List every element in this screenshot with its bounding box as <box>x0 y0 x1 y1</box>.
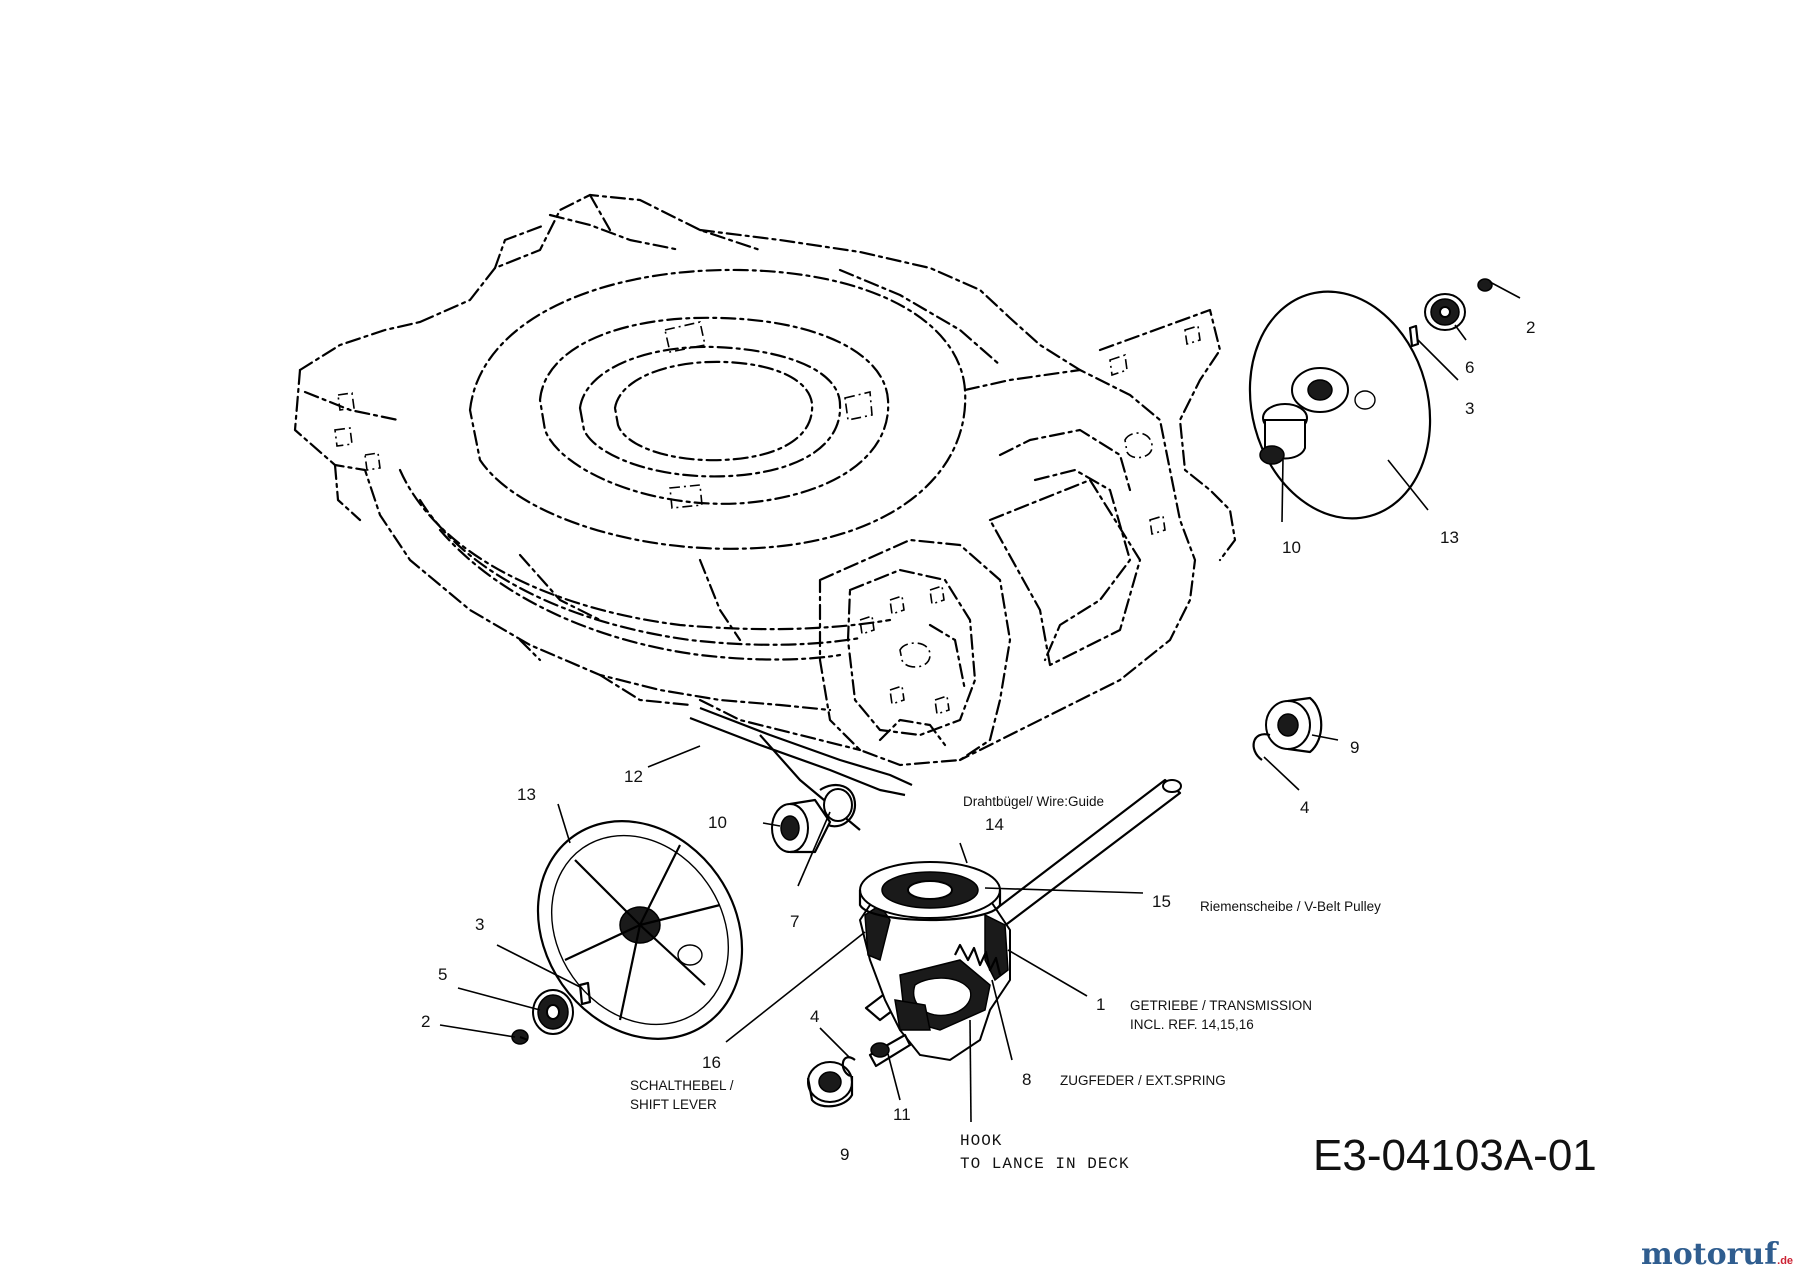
mower-deck-housing <box>293 193 1237 767</box>
label-shift-lever-en: SHIFT LEVER <box>630 1097 717 1112</box>
right-wheel-cap <box>1248 290 1432 520</box>
label-hook: HOOK <box>960 1132 1002 1150</box>
drawing-code: E3-04103A-01 <box>1313 1131 1597 1180</box>
callout-11: 11 <box>893 1105 911 1124</box>
right-bushing <box>1265 696 1323 754</box>
watermark-suffix: .de <box>1777 1255 1794 1267</box>
callout-13-left: 13 <box>517 785 536 804</box>
clip-7 <box>819 783 857 828</box>
callout-10-left: 10 <box>708 813 727 832</box>
pin-3-left <box>578 981 592 1006</box>
right-bearing <box>1259 403 1308 465</box>
callout-3-right: 3 <box>1465 399 1474 418</box>
callout-9-bottom: 9 <box>840 1145 849 1164</box>
callout-1: 1 <box>1096 995 1105 1014</box>
left-bearing <box>771 788 853 854</box>
watermark-brand: motoruf <box>1641 1237 1778 1272</box>
callout-4-bottom: 4 <box>810 1007 819 1026</box>
callout-4-right: 4 <box>1300 798 1309 817</box>
right-screw <box>1477 278 1493 292</box>
part-labels: Drahtbügel/ Wire:Guide Riemenscheibe / V… <box>630 794 1597 1180</box>
pin-3-right <box>1408 324 1420 348</box>
bottom-bushing <box>806 1061 854 1108</box>
label-shift-lever-de: SCHALTHEBEL / <box>630 1078 734 1093</box>
callout-7: 7 <box>790 912 799 931</box>
watermark-logo: motoruf.de <box>1641 1237 1793 1272</box>
callout-9-right: 9 <box>1350 738 1359 757</box>
callout-16: 16 <box>702 1053 721 1072</box>
shaft-11 <box>868 1033 912 1068</box>
callout-3-left: 3 <box>475 915 484 934</box>
callout-6: 6 <box>1465 358 1474 377</box>
label-transmission: GETRIEBE / TRANSMISSION <box>1130 998 1312 1013</box>
label-spring: ZUGFEDER / EXT.SPRING <box>1060 1073 1226 1088</box>
label-wire-guide: Drahtbügel/ Wire:Guide <box>963 794 1104 809</box>
left-wheel-cap <box>536 820 744 1040</box>
callout-8: 8 <box>1022 1070 1031 1089</box>
label-hook-lance: TO LANCE IN DECK <box>960 1155 1130 1173</box>
leader-lines <box>439 281 1521 1123</box>
clip-4-right <box>1252 733 1271 761</box>
transmission-gearbox <box>858 861 1011 1062</box>
label-transmission-incl: INCL. REF. 14,15,16 <box>1130 1017 1254 1032</box>
callout-14: 14 <box>985 815 1004 834</box>
clip-4-bottom <box>841 1056 856 1077</box>
callout-13-right: 13 <box>1440 528 1459 547</box>
left-drive-gear <box>532 989 574 1035</box>
callout-15: 15 <box>1152 892 1171 911</box>
callout-numbers: 2 6 3 10 13 9 4 12 13 10 7 14 15 1 8 16 … <box>421 318 1535 1164</box>
callout-2-left: 2 <box>421 1012 430 1031</box>
right-drive-gear <box>1424 293 1466 331</box>
callout-12: 12 <box>624 767 643 786</box>
callout-2-right: 2 <box>1526 318 1535 337</box>
callout-10-right: 10 <box>1282 538 1301 557</box>
label-pulley: Riemenscheibe / V-Belt Pulley <box>1200 899 1381 914</box>
callout-5: 5 <box>438 965 447 984</box>
